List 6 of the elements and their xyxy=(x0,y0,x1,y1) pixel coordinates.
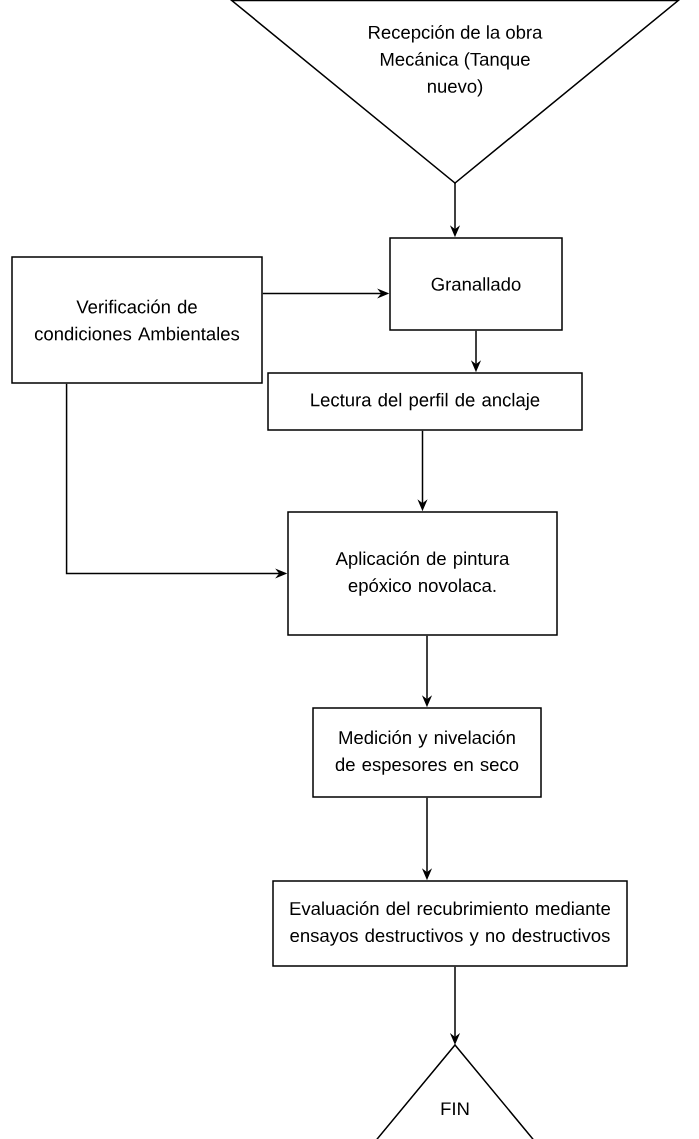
process-box: Verificación de condiciones Ambientales xyxy=(11,256,263,384)
process-box: Evaluación del recubrimiento mediante ensayos destructivos y no destructivos xyxy=(272,880,628,967)
process-box: Granallado xyxy=(389,237,563,331)
process-box: Medición y nivelación de espesores en seco xyxy=(312,707,542,798)
process-box: Aplicación de pintura epóxico novolaca. xyxy=(287,511,558,636)
process-box: Lectura del perfil de anclaje xyxy=(267,372,583,431)
